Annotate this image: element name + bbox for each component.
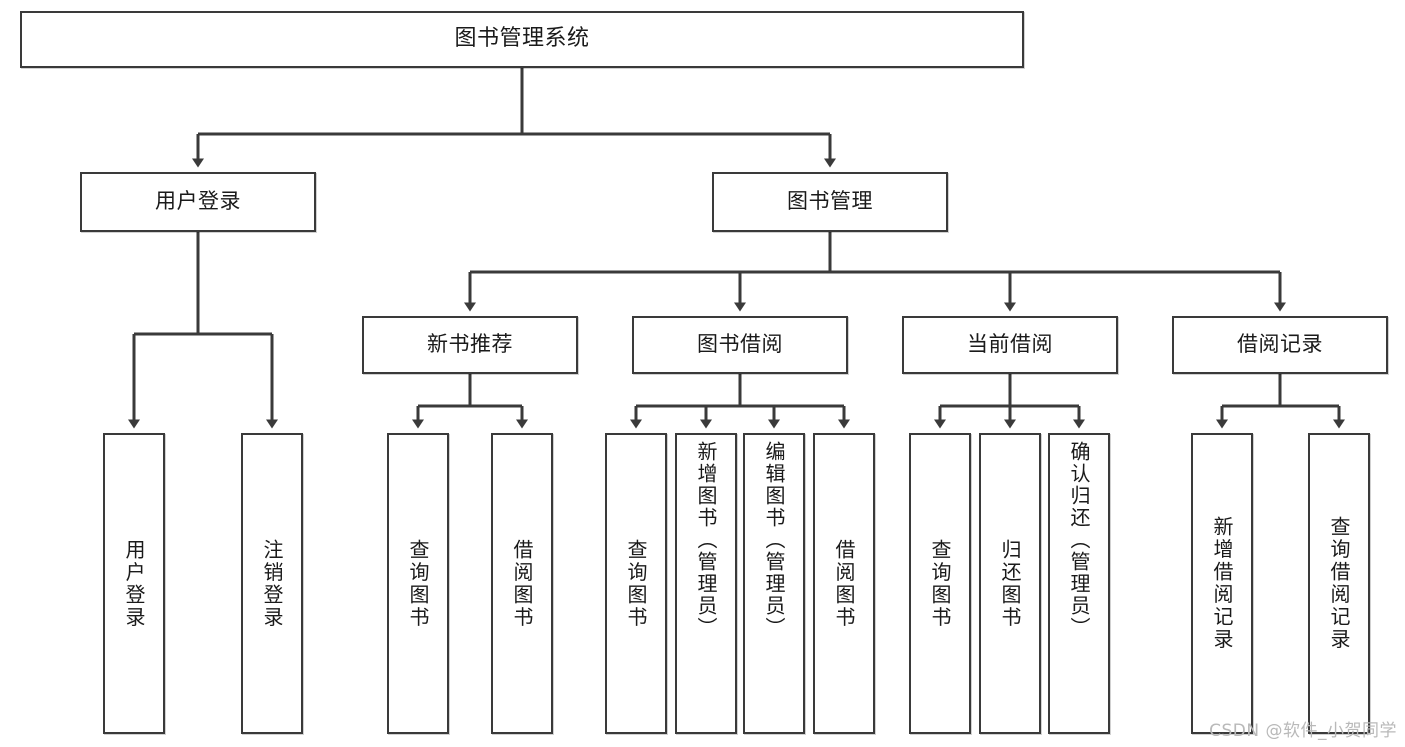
leaf-book-borrow-borrow-books[interactable]: 借阅图书 — [813, 433, 875, 734]
leaf-borrow-record-query-record[interactable]: 查询借阅记录 — [1308, 433, 1370, 734]
node-label: 查询借阅记录 — [1327, 516, 1351, 651]
node-label: 图书管理系统 — [454, 26, 590, 52]
node-label: 借阅记录 — [1237, 332, 1323, 357]
node-user-login[interactable]: 用户登录 — [80, 172, 316, 232]
node-label: 查询图书 — [928, 538, 952, 629]
node-book-management[interactable]: 图书管理 — [712, 172, 948, 232]
leaf-borrow-record-add-record[interactable]: 新增借阅记录 — [1191, 433, 1253, 734]
node-label: 图书管理 — [787, 189, 873, 214]
leaf-book-borrow-query-books[interactable]: 查询图书 — [605, 433, 667, 734]
node-label: 借阅图书 — [510, 538, 534, 629]
leaf-user-login-logout[interactable]: 注销登录 — [241, 433, 303, 734]
node-label: 查询图书 — [624, 538, 648, 629]
node-book-borrowing[interactable]: 图书借阅 — [632, 316, 848, 374]
node-label: 新增图书（管理员） — [694, 441, 718, 639]
csdn-watermark: CSDN @软件_小贺同学 — [1209, 721, 1397, 741]
node-label: 确认归还（管理员） — [1067, 441, 1091, 639]
leaf-current-borrow-query-books[interactable]: 查询图书 — [909, 433, 971, 734]
node-label: 归还图书 — [998, 538, 1022, 629]
leaf-current-borrow-return-books[interactable]: 归还图书 — [979, 433, 1041, 734]
node-label: 当前借阅 — [967, 332, 1053, 357]
leaf-book-borrow-add-book-admin[interactable]: 新增图书（管理员） — [675, 433, 737, 734]
leaf-new-book-query-books[interactable]: 查询图书 — [387, 433, 449, 734]
leaf-current-borrow-confirm-return-admin[interactable]: 确认归还（管理员） — [1048, 433, 1110, 734]
leaf-new-book-borrow-books[interactable]: 借阅图书 — [491, 433, 553, 734]
node-label: 新书推荐 — [427, 332, 513, 357]
node-borrowing-record[interactable]: 借阅记录 — [1172, 316, 1388, 374]
node-label: 借阅图书 — [832, 538, 856, 629]
leaf-book-borrow-edit-book-admin[interactable]: 编辑图书（管理员） — [743, 433, 805, 734]
node-label: 注销登录 — [260, 538, 284, 629]
node-current-borrowing[interactable]: 当前借阅 — [902, 316, 1118, 374]
leaf-user-login-login[interactable]: 用户登录 — [103, 433, 165, 734]
node-label: 用户登录 — [122, 538, 146, 629]
node-label: 新增借阅记录 — [1210, 516, 1234, 651]
node-label: 用户登录 — [155, 189, 241, 214]
node-label: 编辑图书（管理员） — [762, 441, 786, 639]
node-label: 查询图书 — [406, 538, 430, 629]
node-root-book-management-system[interactable]: 图书管理系统 — [20, 11, 1024, 68]
node-new-book-recommendation[interactable]: 新书推荐 — [362, 316, 578, 374]
node-label: 图书借阅 — [697, 332, 783, 357]
